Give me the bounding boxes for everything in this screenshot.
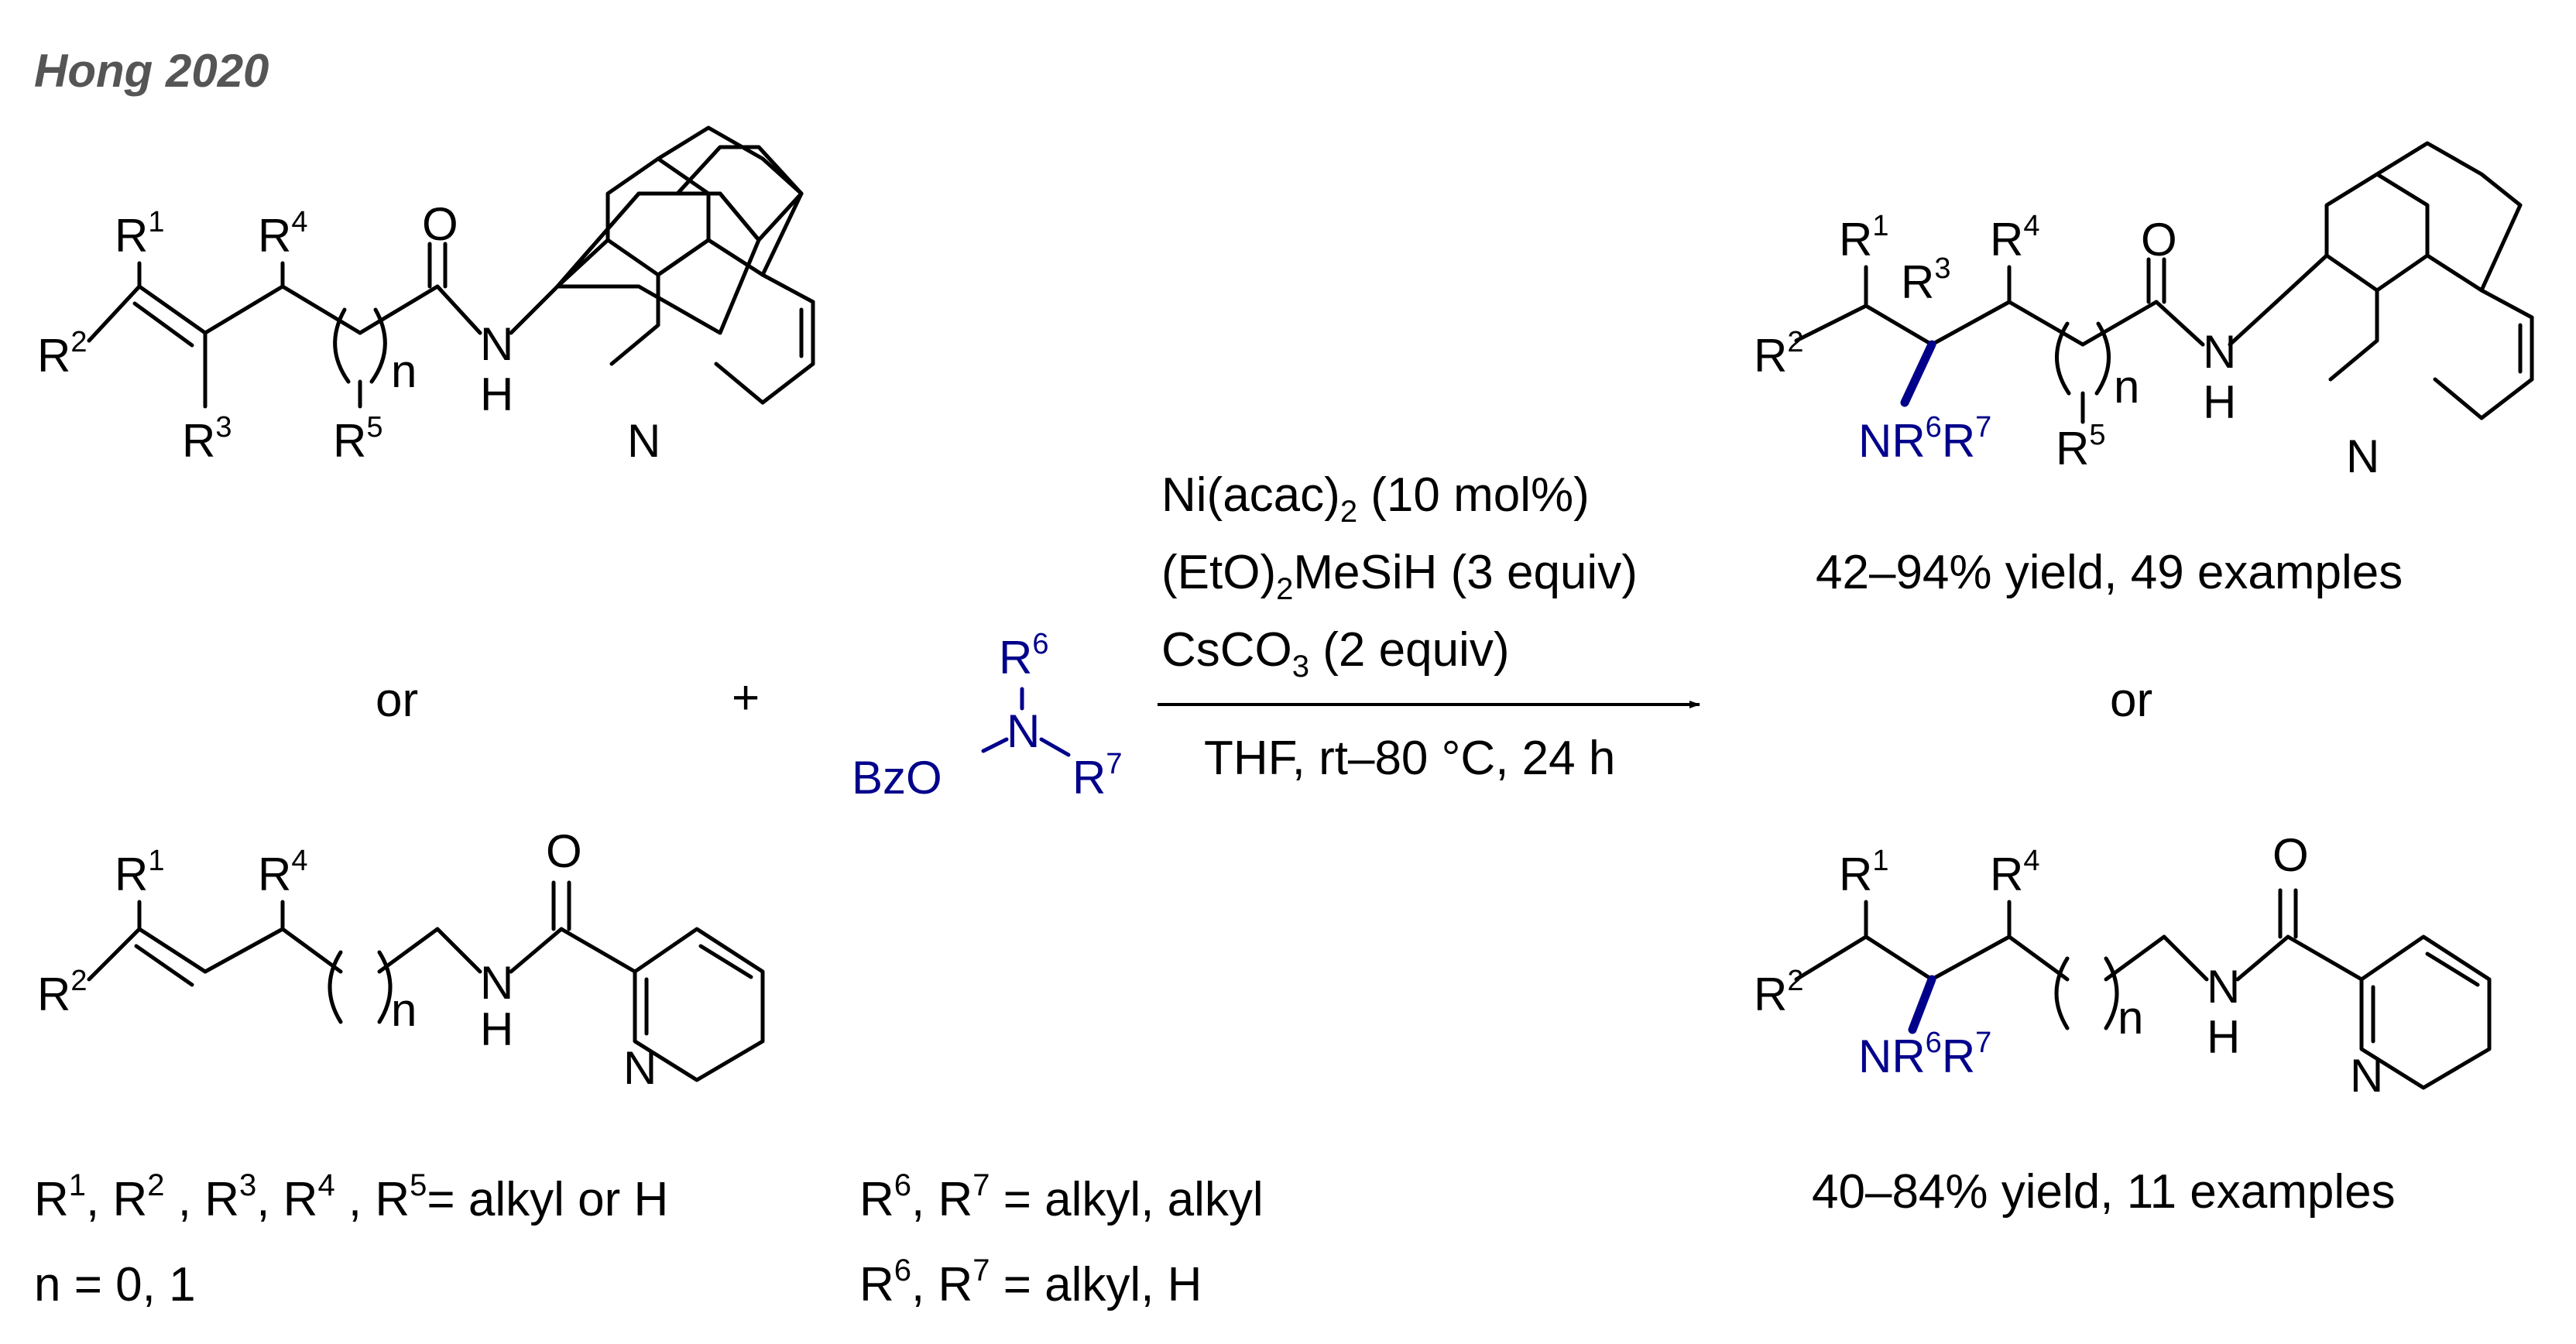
condition-base: CsCO3 (2 equiv) xyxy=(1161,623,1509,684)
condition-catalyst: Ni(acac)2 (10 mol%) xyxy=(1161,468,1590,529)
chain-n-2: n xyxy=(391,984,417,1036)
header-title: Hong 2020 xyxy=(34,45,269,97)
footnote-amine-2: R6, R7 = alkyl, H xyxy=(859,1253,1202,1311)
p2-r2-label: R2 xyxy=(1754,965,1803,1020)
amide-hydrogen-1: H xyxy=(480,369,513,420)
product-1-yield: 42–94% yield, 49 examples xyxy=(1816,546,2403,599)
p2-r1-label: R1 xyxy=(1839,845,1888,900)
reactant-2-bonds xyxy=(87,880,765,1082)
carbonyl-oxygen-1: O xyxy=(422,198,458,250)
reactant-2 xyxy=(87,880,765,1082)
p2-chain-n: n xyxy=(2118,992,2143,1044)
p1-r3-label: R3 xyxy=(1901,252,1950,308)
product-1-wedge-bond xyxy=(1900,340,1936,407)
condition-silane: (EtO)2MeSiH (3 equiv) xyxy=(1161,546,1638,606)
amide-nitrogen-1: N xyxy=(480,318,513,370)
condition-solvent-temp: THF, rt–80 °C, 24 h xyxy=(1204,732,1615,785)
footnote-n-values: n = 0, 1 xyxy=(34,1258,196,1311)
p1-chain-n: n xyxy=(2114,361,2139,413)
p1-r5-label: R5 xyxy=(2056,419,2105,475)
product-2 xyxy=(1794,888,2492,1090)
product-2-yield: 40–84% yield, 11 examples xyxy=(1812,1165,2396,1219)
product-1 xyxy=(1794,141,2534,424)
p2-pyridine-nitrogen: N xyxy=(2350,1050,2383,1102)
footnote-amine-1: R6, R7 = alkyl, alkyl xyxy=(859,1168,1264,1226)
r4-label: R4 xyxy=(258,206,307,262)
r2-label: R2 xyxy=(37,326,87,382)
reagent-r6: R6 xyxy=(999,628,1048,684)
or-separator-right: or xyxy=(2110,674,2152,727)
reagent-nitrogen: N xyxy=(1007,705,1040,757)
p1-r2-label: R2 xyxy=(1754,326,1803,382)
quinoline-1-rings xyxy=(555,125,815,405)
p1-r4-label: R4 xyxy=(1990,210,2039,266)
footnote-substituents: R1, R2 , R3, R4 , R5= alkyl or H xyxy=(34,1168,668,1226)
carbonyl-oxygen-2: O xyxy=(546,825,582,877)
p1-carbonyl-oxygen: O xyxy=(2141,214,2177,266)
reagent-r7: R7 xyxy=(1072,748,1122,804)
reagent-bzo: BzO xyxy=(852,752,942,804)
p1-quinoline-nitrogen: N xyxy=(2346,430,2379,482)
r1-label: R1 xyxy=(115,206,164,262)
product-2-bonds xyxy=(1794,888,2492,1090)
product-1-bonds xyxy=(1794,257,2279,424)
r4-label-2: R4 xyxy=(258,845,307,900)
product-2-wedge-bond xyxy=(1908,975,1936,1034)
chain-n-1: n xyxy=(391,345,417,397)
amide-nitrogen-2: N xyxy=(480,957,513,1009)
r1-label-2: R1 xyxy=(115,845,164,900)
p1-r1-label: R1 xyxy=(1839,210,1888,266)
reactant-1 xyxy=(87,125,815,409)
pyridine-nitrogen-1: N xyxy=(623,1042,657,1094)
p2-amide-nitrogen: N xyxy=(2207,961,2240,1013)
plus-sign: + xyxy=(732,671,760,725)
quinoline-nitrogen-1: N xyxy=(627,415,660,467)
p1-amine-group: NR6R7 xyxy=(1858,411,1991,467)
r5-label: R5 xyxy=(333,411,382,467)
p2-carbonyl-oxygen: O xyxy=(2272,829,2309,881)
amide-hydrogen-2: H xyxy=(480,1003,513,1055)
p2-amine-group: NR6R7 xyxy=(1858,1027,1991,1082)
amine-reagent xyxy=(981,687,1071,757)
r3-label: R3 xyxy=(182,411,232,467)
p2-r4-label: R4 xyxy=(1990,845,2039,900)
p1-amide-nitrogen: N xyxy=(2203,326,2236,378)
or-separator-left: or xyxy=(376,674,418,727)
r2-label-2: R2 xyxy=(37,965,87,1020)
quinoline-2-rings xyxy=(2274,141,2534,420)
reactant-1-bonds xyxy=(87,145,804,409)
p2-amide-hydrogen: H xyxy=(2207,1011,2240,1063)
p1-amide-hydrogen: H xyxy=(2203,376,2236,428)
